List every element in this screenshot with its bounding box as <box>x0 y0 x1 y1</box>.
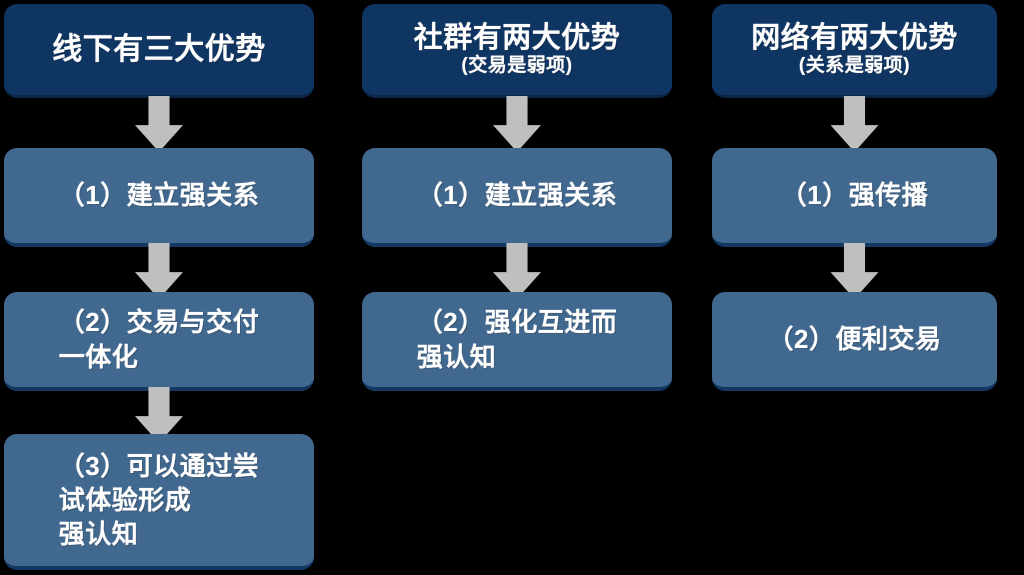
column-community: 社群有两大优势 (交易是弱项) （1）建立强关系 （2）强化互进而 强认知 <box>362 0 672 575</box>
down-arrow-icon <box>135 96 183 152</box>
down-arrow-icon <box>493 96 541 152</box>
header-title: 网络有两大优势 <box>751 21 958 54</box>
step-label: （3）可以通过尝 试体验形成 强认知 <box>58 450 260 550</box>
down-arrow-icon <box>830 96 879 152</box>
column-offline: 线下有三大优势 （1）建立强关系 （2）交易与交付 一体化 （3）可以通过尝 试… <box>4 0 314 575</box>
column-header-community[interactable]: 社群有两大优势 (交易是弱项) <box>362 4 672 98</box>
step-box-network-1[interactable]: （1）强传播 <box>712 148 997 247</box>
step-box-offline-2[interactable]: （2）交易与交付 一体化 <box>4 292 314 391</box>
step-label: （2）强化互进而 强认知 <box>416 307 618 372</box>
header-subtitle: (关系是弱项) <box>798 55 911 77</box>
column-header-offline[interactable]: 线下有三大优势 <box>4 4 314 98</box>
step-label: （1）强传播 <box>780 180 929 211</box>
step-box-offline-3[interactable]: （3）可以通过尝 试体验形成 强认知 <box>4 434 314 570</box>
header-title: 线下有三大优势 <box>52 32 266 66</box>
step-box-offline-1[interactable]: （1）建立强关系 <box>4 148 314 247</box>
step-box-network-2[interactable]: （2）便利交易 <box>712 292 997 391</box>
header-title: 社群有两大优势 <box>413 21 621 54</box>
column-network: 网络有两大优势 (关系是弱项) （1）强传播 （2）便利交易 <box>712 0 997 575</box>
step-label: （1）建立强关系 <box>58 180 260 211</box>
down-arrow-icon <box>830 243 879 299</box>
down-arrow-icon <box>135 243 183 299</box>
header-subtitle: (交易是弱项) <box>461 55 573 77</box>
step-label: （2）交易与交付 一体化 <box>58 307 260 372</box>
step-box-community-1[interactable]: （1）建立强关系 <box>362 148 672 247</box>
step-label: （1）建立强关系 <box>416 180 618 211</box>
step-label: （2）便利交易 <box>767 324 942 355</box>
step-box-community-2[interactable]: （2）强化互进而 强认知 <box>362 292 672 391</box>
column-header-network[interactable]: 网络有两大优势 (关系是弱项) <box>712 4 997 98</box>
down-arrow-icon <box>493 243 541 299</box>
